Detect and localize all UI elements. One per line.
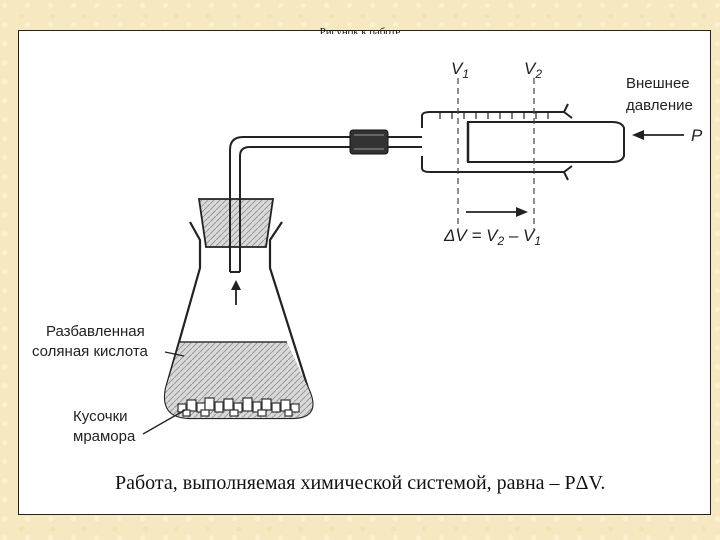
acid-liquid xyxy=(165,342,313,418)
diagram-frame xyxy=(18,30,711,515)
v2-label: V2 xyxy=(524,59,542,81)
glass-tube xyxy=(229,136,350,273)
external-pressure-label-1: Внешнее xyxy=(626,75,690,92)
external-pressure-label-2: давление xyxy=(626,97,693,114)
acid-label-2: соляная кислота xyxy=(32,343,149,360)
rubber-stopper xyxy=(197,198,275,248)
marble-label-2: мрамора xyxy=(73,428,136,445)
delta-v-equation: ΔV = V2 – V1 xyxy=(443,226,541,248)
erlenmeyer-flask xyxy=(163,221,314,420)
marble-label-1: Кусочки xyxy=(73,408,128,425)
acid-label-1: Разбавленная xyxy=(46,323,145,340)
gas-syringe xyxy=(421,103,625,181)
v1-label: V1 xyxy=(451,59,469,81)
pressure-arrow xyxy=(632,130,684,140)
volume-markers xyxy=(457,78,535,230)
tube-connector xyxy=(349,129,389,155)
acid-leader-line xyxy=(164,351,185,357)
marble-leader-line xyxy=(142,409,186,435)
pressure-symbol: P xyxy=(691,126,703,145)
gas-flow-arrow xyxy=(231,280,241,305)
delta-v-arrow xyxy=(466,207,528,217)
caption: Работа, выполняемая химической системой,… xyxy=(115,472,605,494)
slide-title: Рисунок к работе xyxy=(319,27,401,34)
marble-pieces xyxy=(177,397,300,417)
